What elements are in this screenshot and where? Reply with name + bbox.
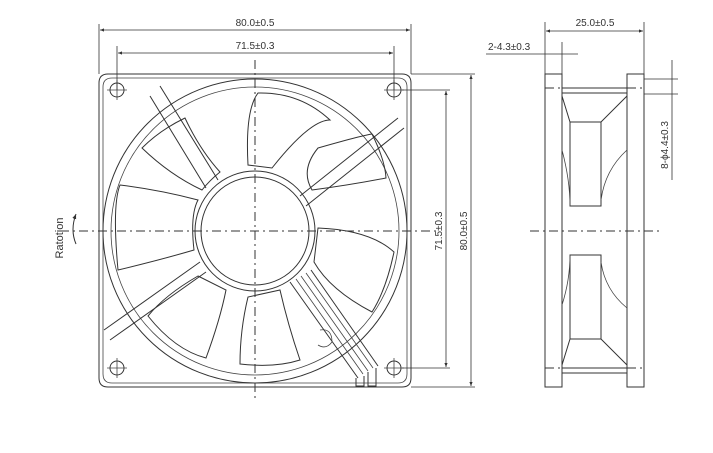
side-dimensions [486,22,678,180]
dim-hole-pitch-horizontal: 71.5±0.3 [236,41,275,52]
dim-height-overall: 80.0±0.5 [459,211,470,250]
dim-width-overall: 80.0±0.5 [236,18,275,29]
rotation-arrow-icon [72,213,77,245]
mounting-hole-bl [107,358,127,378]
dim-mounting-hole: 8-ϕ4.4±0.3 [660,121,671,169]
wire-channel [289,269,379,387]
front-view [60,60,440,398]
fan-frame-outline [98,73,412,388]
dim-hole-pitch-vertical: 71.5±0.3 [434,211,445,250]
spokes [103,85,405,341]
side-view [530,73,660,388]
dim-depth: 25.0±0.5 [576,18,615,29]
front-dimensions [98,24,475,388]
fan-blades [114,92,395,366]
rotation-label: Ratotion [54,218,66,259]
dim-flange-thickness: 2-4.3±0.3 [488,42,531,53]
mounting-hole-br [384,358,404,378]
